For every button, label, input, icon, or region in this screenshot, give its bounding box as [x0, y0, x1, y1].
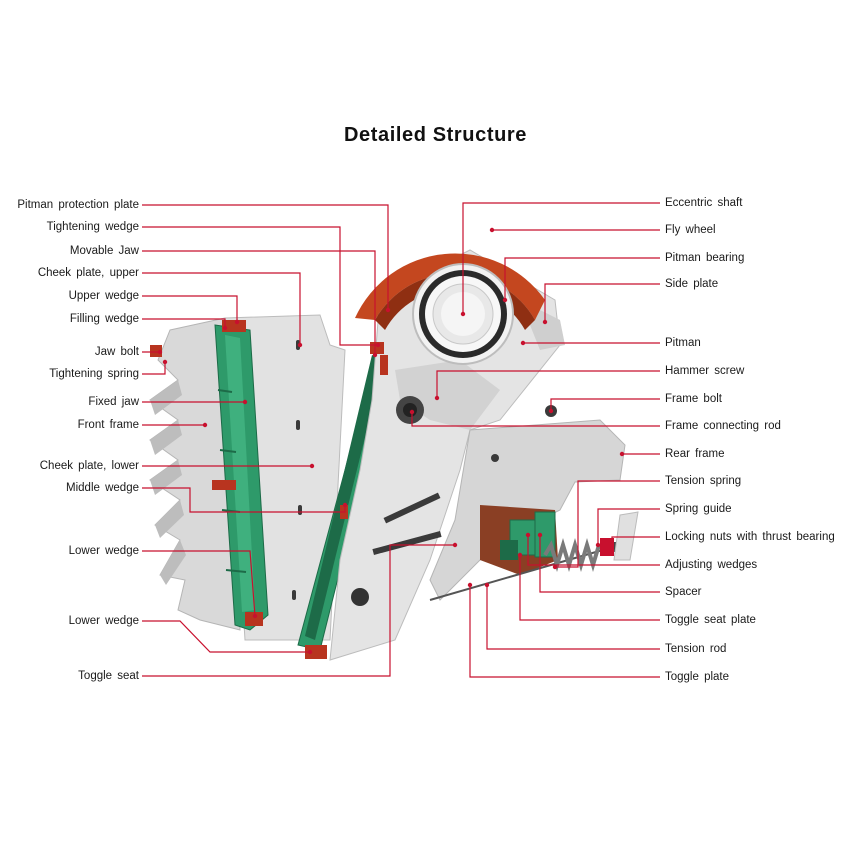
- leader-dots: [157, 227, 625, 655]
- left-8-dot: [242, 399, 248, 405]
- label-left-9: Front frame: [77, 419, 139, 431]
- right-7-leader: [411, 412, 660, 427]
- right-15-dot: [484, 582, 490, 588]
- label-right-15: Tension rod: [665, 643, 727, 655]
- label-left-3: Cheek plate, upper: [37, 267, 139, 279]
- right-5-dot: [434, 395, 440, 401]
- right-6-leader: [550, 398, 660, 411]
- left-3-dot: [297, 342, 303, 348]
- label-right-11: Locking nuts with thrust bearing: [665, 531, 835, 543]
- label-left-12: Lower wedge: [68, 545, 139, 557]
- label-right-13: Spacer: [665, 586, 702, 598]
- leader-lines: [142, 202, 660, 678]
- label-left-4: Upper wedge: [68, 290, 139, 302]
- diagram-title: Detailed Structure: [343, 124, 528, 146]
- right-8-dot: [619, 451, 625, 457]
- label-right-2: Pitman bearing: [665, 252, 745, 264]
- left-13-dot: [307, 649, 313, 655]
- label-right-8: Rear frame: [665, 448, 725, 460]
- label-right-9: Tension spring: [665, 475, 742, 487]
- label-left-2: Movable Jaw: [69, 245, 139, 257]
- label-left-7: Tightening spring: [49, 368, 139, 380]
- left-4-dot: [234, 319, 240, 325]
- label-right-6: Frame bolt: [665, 393, 722, 405]
- label-right-3: Side plate: [665, 278, 719, 290]
- right-1-dot: [489, 227, 495, 233]
- right-3-leader: [544, 283, 660, 322]
- left-2-leader: [142, 250, 376, 355]
- label-left-6: Jaw bolt: [94, 346, 139, 358]
- left-1-dot: [375, 342, 381, 348]
- label-left-1: Tightening wedge: [46, 221, 139, 233]
- label-right-0: Eccentric shaft: [665, 197, 743, 209]
- left-7-leader: [142, 362, 166, 375]
- label-right-14: Toggle seat plate: [665, 614, 756, 626]
- left-3-leader: [142, 272, 301, 345]
- left-0-leader: [142, 204, 389, 310]
- left-6-dot: [157, 349, 163, 355]
- right-11-leader: [611, 536, 660, 545]
- left-12-leader: [142, 550, 256, 617]
- left-14-leader: [142, 544, 455, 677]
- right-14-dot: [517, 552, 523, 558]
- left-2-dot: [372, 352, 378, 358]
- label-left-11: Middle wedge: [66, 482, 139, 494]
- left-14-dot: [452, 542, 458, 548]
- right-2-dot: [502, 297, 508, 303]
- right-13-leader: [539, 535, 660, 593]
- label-left-8: Fixed jaw: [88, 396, 139, 408]
- label-left-5: Filling wedge: [69, 313, 139, 325]
- label-right-1: Fly wheel: [665, 224, 716, 236]
- label-right-10: Spring guide: [665, 503, 732, 515]
- right-12-leader: [527, 535, 660, 566]
- right-12-dot: [525, 532, 531, 538]
- right-7-dot: [409, 409, 415, 415]
- right-9-dot: [552, 564, 558, 570]
- label-left-13: Lower wedge: [68, 615, 139, 627]
- right-9-leader: [555, 480, 660, 568]
- right-4-dot: [520, 340, 526, 346]
- label-left-10: Cheek plate, lower: [39, 460, 139, 472]
- left-1-leader: [142, 226, 378, 346]
- tension-spring: [543, 511, 639, 572]
- left-11-dot: [342, 502, 348, 508]
- right-2-leader: [504, 257, 660, 300]
- right-6-dot: [548, 408, 554, 414]
- label-right-5: Hammer screw: [665, 365, 745, 377]
- right-11-dot: [609, 542, 615, 548]
- left-11-leader: [142, 487, 346, 513]
- left-5-dot: [222, 325, 228, 331]
- left-7-dot: [162, 359, 168, 365]
- right-16-leader: [469, 585, 660, 678]
- right-14-leader: [519, 555, 660, 621]
- right-5-leader: [436, 370, 660, 398]
- label-right-7: Frame connecting rod: [665, 420, 781, 432]
- label-right-16: Toggle plate: [665, 671, 730, 683]
- label-left-14: Toggle seat: [78, 670, 139, 682]
- right-13-dot: [537, 532, 543, 538]
- left-10-dot: [309, 463, 315, 469]
- left-13-leader: [142, 620, 310, 653]
- fixed-jaw: [214, 324, 269, 631]
- right-10-leader: [597, 508, 660, 545]
- right-3-dot: [542, 319, 548, 325]
- label-left-0: Pitman protection plate: [17, 199, 139, 211]
- label-right-4: Pitman: [665, 337, 701, 349]
- left-4-leader: [142, 295, 238, 322]
- left-5-leader: [142, 318, 226, 328]
- right-16-dot: [467, 582, 473, 588]
- left-9-dot: [202, 422, 208, 428]
- pitman-body: [329, 249, 561, 661]
- right-10-dot: [595, 542, 601, 548]
- left-12-dot: [252, 613, 258, 619]
- right-15-leader: [486, 585, 660, 650]
- label-right-12: Adjusting wedges: [665, 559, 758, 571]
- left-0-dot: [385, 307, 391, 313]
- right-0-dot: [460, 311, 466, 317]
- right-0-leader: [462, 202, 660, 314]
